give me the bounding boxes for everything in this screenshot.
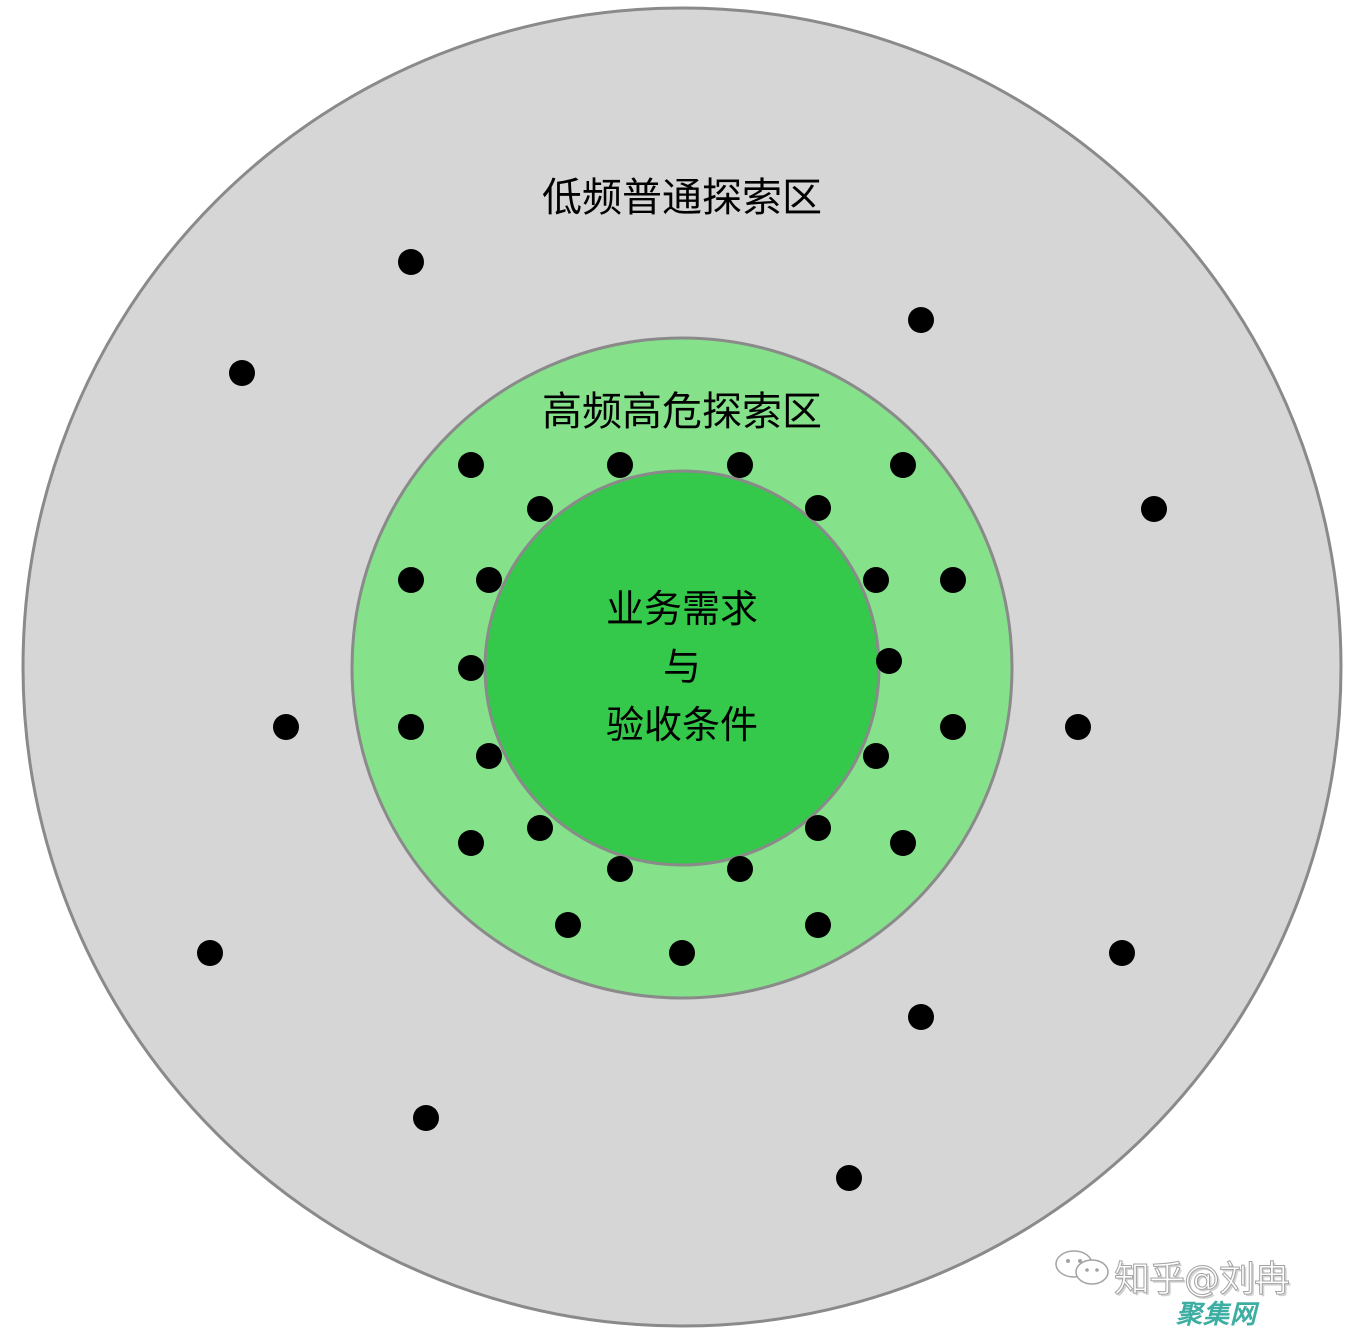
high-frequency-dots	[398, 452, 966, 966]
core-label-line-2: 与	[662, 645, 702, 689]
low-frequency-zone-label: 低频普通探索区	[542, 175, 822, 221]
dot-marker	[863, 743, 889, 769]
dot-marker	[197, 940, 223, 966]
dot-marker	[476, 567, 502, 593]
dot-marker	[555, 912, 581, 938]
dot-marker	[398, 249, 424, 275]
dot-marker	[229, 360, 255, 386]
dot-marker	[527, 815, 553, 841]
dot-marker	[607, 856, 633, 882]
dot-marker	[890, 452, 916, 478]
dot-marker	[476, 743, 502, 769]
dot-marker	[273, 714, 299, 740]
dot-marker	[458, 830, 484, 856]
core-label-line-1: 业务需求	[605, 587, 759, 631]
dot-marker	[805, 495, 831, 521]
core-label-line-3: 验收条件	[605, 703, 759, 747]
high-frequency-zone-label: 高频高危探索区	[542, 389, 822, 435]
dot-marker	[1109, 940, 1135, 966]
dot-marker	[876, 648, 902, 674]
dot-marker	[908, 1004, 934, 1030]
dot-marker	[398, 567, 424, 593]
dot-marker	[727, 856, 753, 882]
dot-marker	[1065, 714, 1091, 740]
dot-marker	[908, 307, 934, 333]
dot-marker	[458, 452, 484, 478]
dot-marker	[458, 655, 484, 681]
dot-marker	[940, 714, 966, 740]
wechat-icon	[1055, 1250, 1109, 1285]
dot-marker	[836, 1165, 862, 1191]
low-frequency-dots	[197, 249, 1167, 1191]
dot-marker	[607, 452, 633, 478]
dot-marker	[1141, 496, 1167, 522]
dot-marker	[413, 1105, 439, 1131]
dot-marker	[527, 496, 553, 522]
watermark-brand: 聚集网	[1176, 1300, 1258, 1330]
watermark-author: 知乎@刘冉	[1113, 1259, 1290, 1301]
dot-marker	[398, 714, 424, 740]
dot-marker	[863, 567, 889, 593]
dot-marker	[727, 452, 753, 478]
dot-marker	[805, 815, 831, 841]
dot-marker	[805, 912, 831, 938]
dot-marker	[669, 940, 695, 966]
dot-marker	[890, 830, 916, 856]
dot-marker	[940, 567, 966, 593]
watermark: 知乎@刘冉 聚集网	[1052, 1248, 1352, 1330]
